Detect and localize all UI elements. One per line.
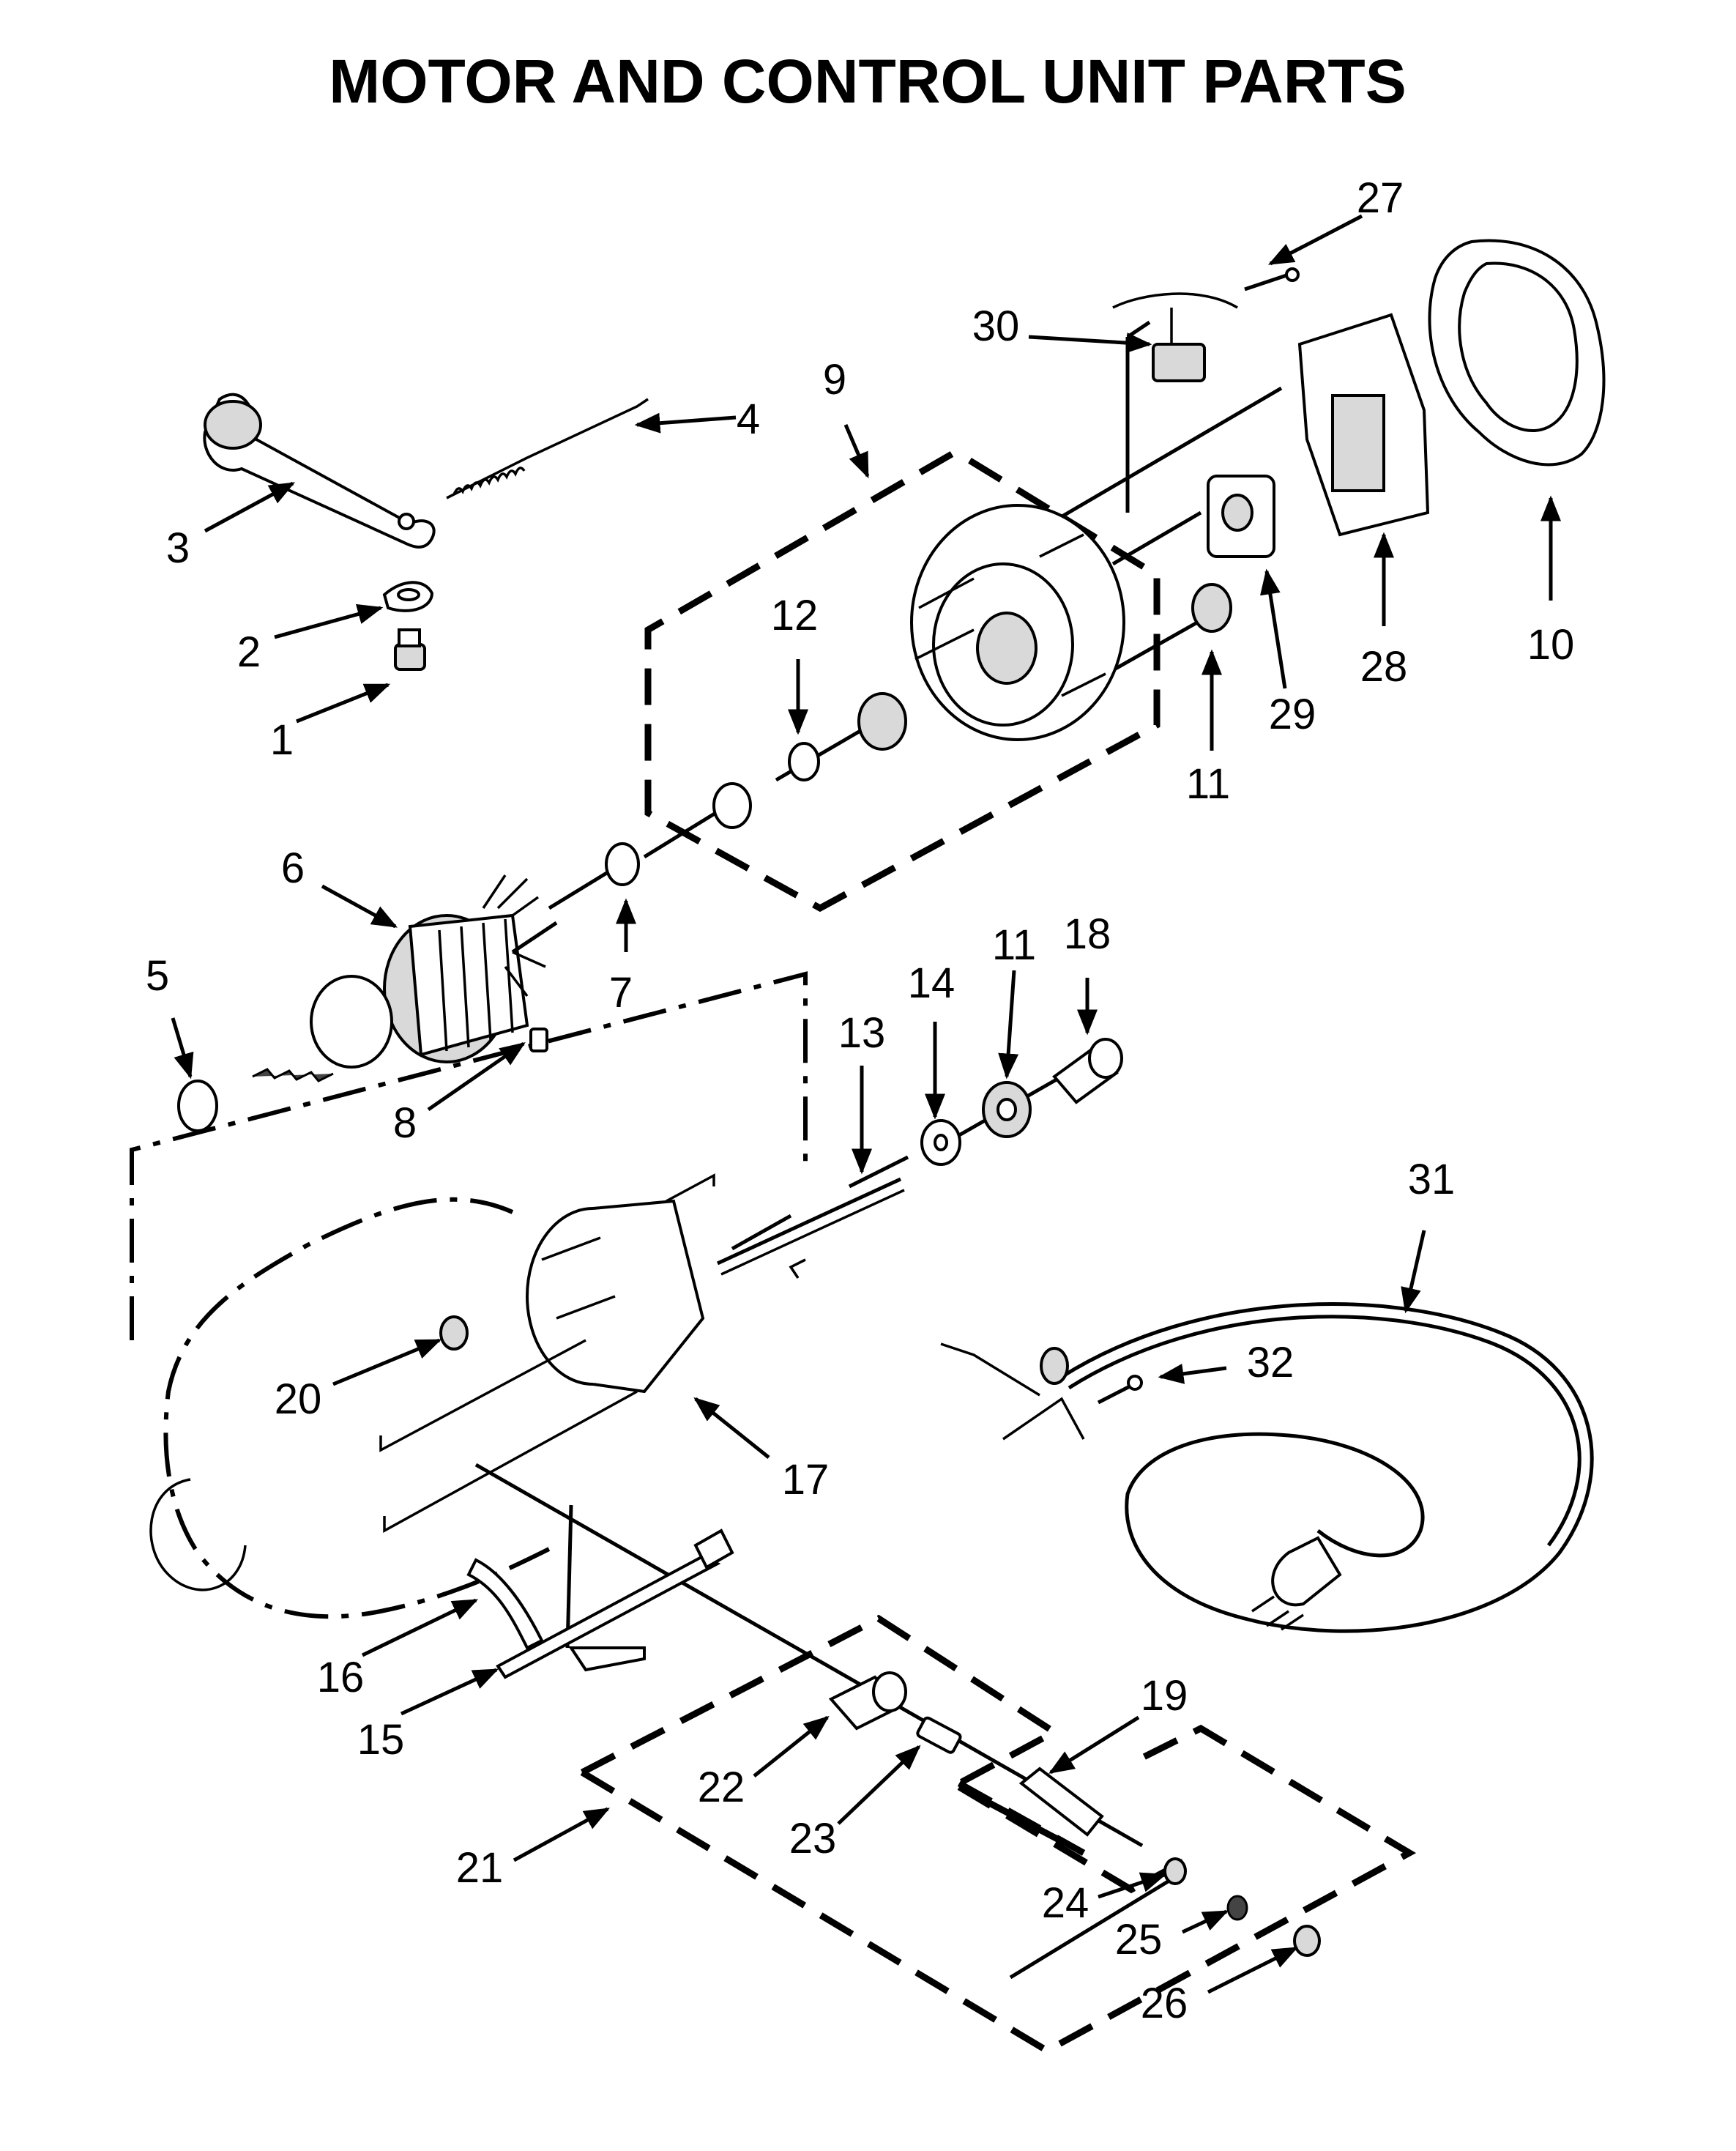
part-12-bearing <box>788 692 907 781</box>
callout-26: 26 <box>1141 1980 1188 2027</box>
alignment-lines <box>474 320 1283 1980</box>
callout-5: 5 <box>146 952 169 1000</box>
part-15-rod <box>496 1528 734 1679</box>
part-3-lever <box>203 393 436 549</box>
part-6-armature <box>252 874 558 1082</box>
callout-12: 12 <box>771 592 819 639</box>
callout-15: 15 <box>357 1716 405 1764</box>
callout-13: 13 <box>838 1009 886 1057</box>
callout-11-lower: 11 <box>992 921 1036 969</box>
part-16-spring-clip <box>466 1558 646 1672</box>
wire-brackets <box>379 1173 806 1533</box>
part-27-screw <box>1244 267 1300 291</box>
callout-32: 32 <box>1247 1339 1294 1386</box>
part-11-nut-top <box>1191 583 1232 633</box>
callout-31: 31 <box>1408 1156 1456 1203</box>
part-20-plug <box>439 1315 469 1351</box>
callout-27: 27 <box>1357 174 1404 222</box>
part-1-screw <box>394 628 426 671</box>
callout-10: 10 <box>1527 621 1575 669</box>
part-19-spring-rod <box>1018 1767 1104 1837</box>
part-9-bracket <box>910 504 1125 741</box>
part-30-connector <box>1112 292 1238 382</box>
callout-7: 7 <box>609 969 633 1017</box>
part-22-sleeve <box>828 1671 907 1731</box>
diagram-title: MOTOR AND CONTROL UNIT PARTS <box>329 47 1407 116</box>
callout-23: 23 <box>789 1815 837 1862</box>
part-13-rod <box>716 1177 905 1276</box>
callout-19: 19 <box>1141 1672 1188 1720</box>
callout-1: 1 <box>270 716 294 764</box>
callout-3: 3 <box>166 524 190 572</box>
part-14-lockwasher <box>920 1119 961 1166</box>
callout-6: 6 <box>281 844 305 892</box>
callout-28: 28 <box>1360 643 1408 691</box>
callout-labels: 1 2 3 4 5 6 7 8 9 10 11 11 12 13 14 15 1… <box>146 174 1574 2027</box>
callout-17: 17 <box>782 1456 830 1504</box>
part-8-screw <box>529 1028 548 1052</box>
callout-30: 30 <box>972 302 1020 350</box>
part-4-spring <box>446 398 649 499</box>
part-28-control-board <box>1297 313 1430 537</box>
callout-8: 8 <box>393 1099 417 1147</box>
callout-9: 9 <box>823 356 846 404</box>
callout-2: 2 <box>237 628 261 676</box>
callout-20: 20 <box>275 1375 322 1423</box>
part-23-fuse <box>916 1716 962 1754</box>
leader-arrows <box>171 214 1561 1994</box>
callout-14: 14 <box>908 959 955 1007</box>
part-25-screw <box>1226 1895 1248 1921</box>
callout-24: 24 <box>1042 1879 1089 1927</box>
callout-25: 25 <box>1115 1916 1163 1964</box>
callout-16: 16 <box>317 1654 365 1701</box>
part-31-power-cord <box>940 1302 1594 1633</box>
part-32-screw <box>1097 1375 1143 1405</box>
callout-22: 22 <box>698 1764 745 1811</box>
group-21-outline <box>580 1614 1417 2055</box>
callout-4: 4 <box>737 395 760 443</box>
part-2-washer <box>382 581 434 612</box>
part-24-nut <box>1163 1857 1187 1885</box>
part-5-washer <box>177 1080 218 1132</box>
part-7-washer <box>605 842 640 886</box>
part-10-gasket <box>1428 239 1606 467</box>
part-29-brush-holder <box>1207 475 1275 558</box>
group-9-outline <box>644 451 1161 913</box>
callout-11-upper: 11 <box>1186 760 1230 808</box>
part-17-field <box>526 1199 705 1394</box>
housing-phantom-outline <box>130 971 808 1619</box>
retaining-ring <box>712 782 752 829</box>
part-26-cap <box>1293 1925 1321 1957</box>
callout-21: 21 <box>456 1844 504 1892</box>
callout-29: 29 <box>1269 691 1316 738</box>
part-11-nut-lower <box>982 1081 1032 1138</box>
part-18-sleeve <box>1052 1038 1123 1104</box>
callout-18: 18 <box>1064 910 1111 958</box>
